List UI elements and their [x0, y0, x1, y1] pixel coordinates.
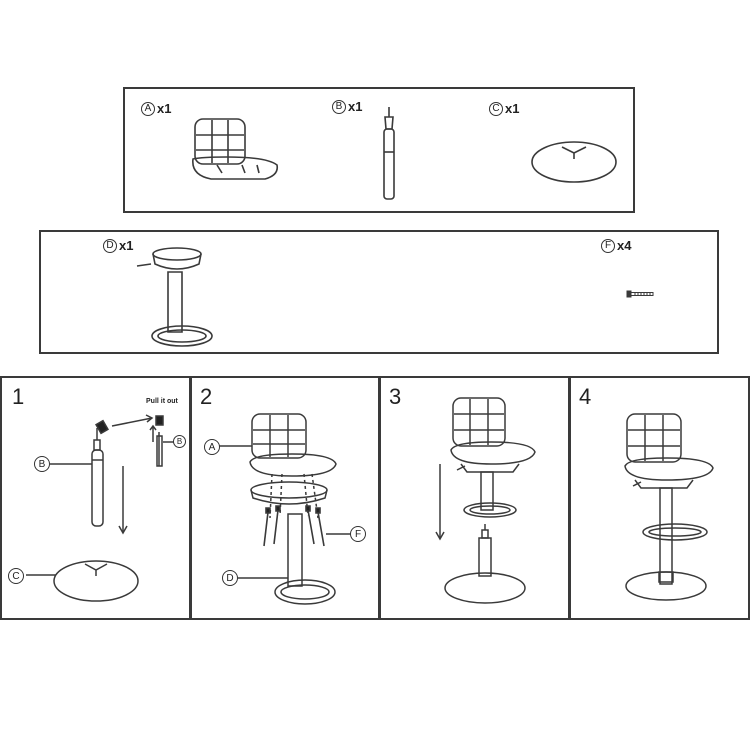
callout-c: C: [8, 568, 24, 584]
part-b-letter: B: [332, 99, 346, 114]
part-c-letter: C: [489, 101, 503, 116]
step-2-drawing: [192, 378, 382, 622]
step-3-panel: 3: [379, 376, 570, 620]
step-number: 3: [389, 384, 402, 409]
part-a-label: A x1: [141, 101, 171, 116]
parts-panel-middle: D x1 F x4: [39, 230, 719, 354]
part-a-letter: A: [141, 101, 155, 116]
part-f-label: F x4: [601, 238, 631, 253]
step-4-panel: 4: [569, 376, 750, 620]
step-1-drawing: [2, 378, 193, 622]
step-number: 2: [200, 384, 213, 409]
seat-icon: [187, 117, 282, 187]
callout-b-small: B: [173, 435, 186, 448]
part-b-qty: x1: [348, 99, 363, 114]
part-d-letter: D: [103, 238, 117, 253]
callout-f: F: [350, 526, 366, 542]
part-c-qty: x1: [505, 101, 520, 116]
pull-it-out-note: Pull it out: [146, 398, 178, 405]
step-3-drawing: [381, 378, 572, 622]
part-a-qty: x1: [157, 101, 172, 116]
callout-a: A: [204, 439, 220, 455]
step-1-panel: 1 Pull it out B C: [0, 376, 191, 620]
part-b-label: B x1: [332, 99, 362, 114]
part-d-qty: x1: [119, 238, 134, 253]
step-2-panel: 2: [190, 376, 380, 620]
screw-icon: [627, 290, 657, 298]
step-4-drawing: [571, 378, 750, 622]
callout-d: D: [222, 570, 238, 586]
step-number: 1: [12, 384, 25, 409]
parts-panel-top: A x1 B x1 C x1: [123, 87, 635, 213]
part-f-letter: F: [601, 238, 615, 253]
callout-b: B: [34, 456, 50, 472]
base-disc-icon: [529, 137, 619, 187]
step-number: 4: [579, 384, 592, 409]
part-f-qty: x4: [617, 238, 632, 253]
part-c-label: C x1: [489, 101, 519, 116]
part-d-label: D x1: [103, 238, 133, 253]
column-footrest-icon: [137, 246, 217, 350]
gas-cylinder-icon: [379, 107, 399, 207]
